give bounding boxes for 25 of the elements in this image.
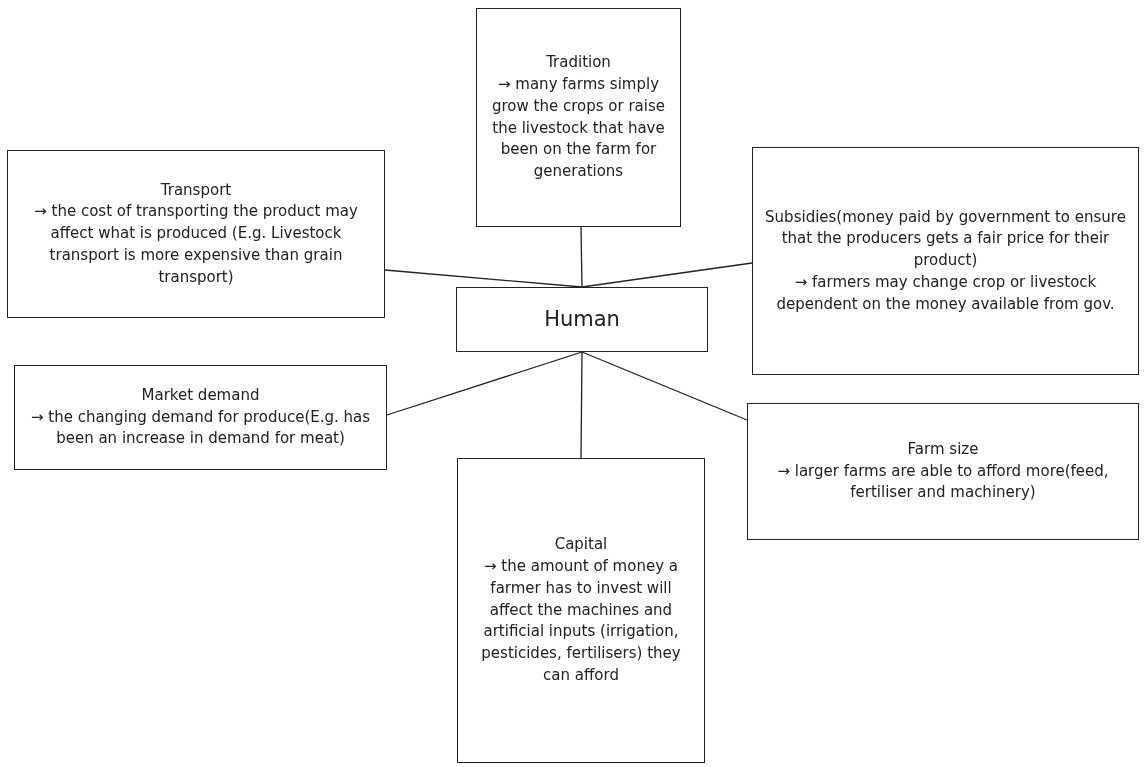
connector-line	[581, 262, 753, 288]
box-text: → many farms simply grow the crops or raise the livestock that have been on the farm for generations	[491, 74, 666, 182]
box-heading: Market demand	[141, 384, 260, 406]
box-text: → the amount of money a farmer has to invest will affect the machines and artificial inputs (irrigation, pesticides, fertilisers) they can afford	[480, 556, 682, 686]
box-heading: Capital	[554, 534, 608, 556]
text-box	[7, 150, 385, 318]
box-heading: Farm size	[907, 438, 979, 460]
text-box	[14, 365, 387, 470]
box-text: → the changing demand for produce(E.g. has been an increase in demand for meat)	[29, 406, 372, 450]
connector-line	[580, 226, 583, 288]
connector-line	[581, 351, 748, 421]
text-box	[752, 147, 1139, 375]
box-text: → the cost of transporting the product may affect what is produced (E.g. Livestock transport is more expensive than grain transport)	[33, 201, 359, 288]
central-box	[456, 287, 708, 352]
box-heading: Subsidies(money paid by government to ensure that the producers gets a fair price for their product)	[764, 206, 1127, 272]
text-box	[457, 458, 705, 763]
connector-line	[580, 351, 583, 459]
text-box	[476, 8, 681, 227]
box-heading: Tradition	[546, 52, 611, 74]
box-heading: Transport	[160, 179, 232, 201]
box-text: → farmers may change crop or livestock dependent on the money available from gov.	[775, 271, 1116, 315]
text-box	[747, 403, 1139, 540]
connector-line	[386, 351, 583, 416]
box-text: → larger farms are able to afford more(feed, fertiliser and machinery)	[776, 460, 1110, 504]
box-label: Human	[544, 306, 620, 334]
